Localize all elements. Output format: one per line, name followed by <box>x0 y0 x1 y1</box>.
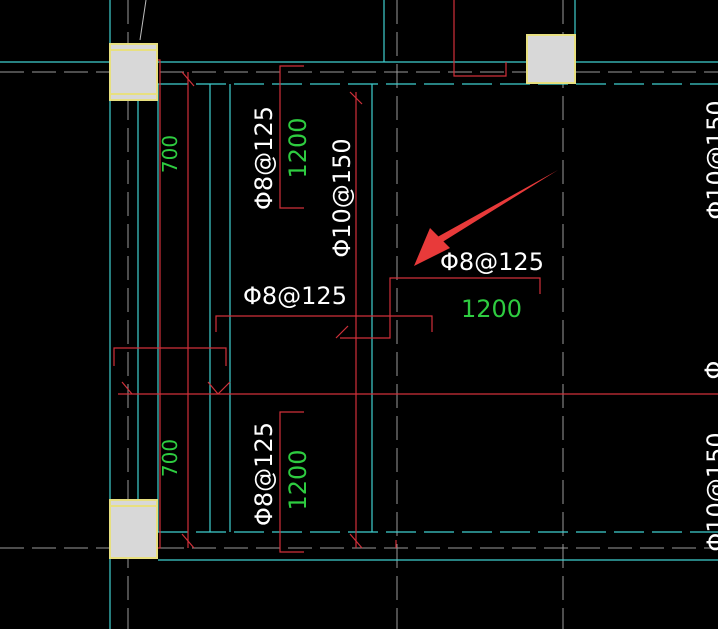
column-top-left <box>109 43 158 101</box>
rebar-left-horizontal-label: Φ8@125 <box>243 282 347 310</box>
red-arrow-icon <box>414 170 558 266</box>
dim-left-bottom-label: 700 <box>158 439 182 477</box>
edge-right-bottom-label: Φ10@150 <box>702 432 718 551</box>
rebar-bottom-length-label: 1200 <box>284 449 312 510</box>
rebar-middle-vertical-label: Φ10@150 <box>328 138 356 257</box>
rebar-arrow-target-label: Φ8@125 <box>440 248 544 276</box>
rebar-arrow-length-label: 1200 <box>461 295 522 323</box>
rebar-top-vertical-label: Φ8@125 <box>250 106 278 210</box>
columns <box>109 34 576 559</box>
column-bottom-left <box>109 499 158 559</box>
rebar-bottom-vertical-label: Φ8@125 <box>250 422 278 526</box>
dim-left-top-label: 700 <box>158 135 182 173</box>
rebar-top-length-label: 1200 <box>284 117 312 178</box>
edge-right-top-label: Φ10@150 <box>702 100 718 219</box>
column-top-right <box>526 34 576 84</box>
edge-right-mid-label: Φ <box>700 361 718 380</box>
